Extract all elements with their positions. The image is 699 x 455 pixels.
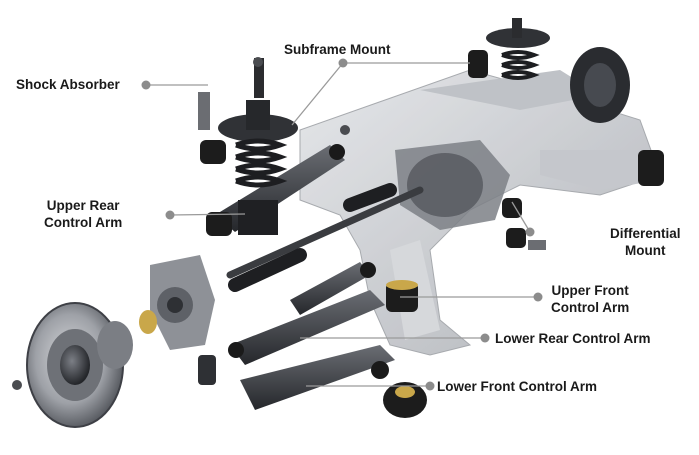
- leader-upper-rear-control-arm: [169, 213, 246, 216]
- shock-absorber-rear: [468, 18, 550, 80]
- label-upper-rear-control-arm: Upper Rear Control Arm: [44, 197, 122, 231]
- wheel-knuckle: [150, 255, 216, 385]
- dot-subframe-mount: [338, 58, 348, 68]
- label-upper-front-control-arm-line1: Upper Front: [551, 283, 629, 298]
- rear-hub-right: [570, 47, 630, 123]
- shock-absorber: [198, 58, 298, 236]
- differential: [395, 140, 510, 230]
- brake-disc: [12, 302, 157, 428]
- label-differential-mount: Differential Mount: [610, 225, 681, 259]
- differential-mount: [502, 198, 546, 250]
- leader-lines: [146, 62, 538, 387]
- dot-differential-mount: [525, 227, 535, 237]
- label-upper-front-control-arm-line2: Control Arm: [551, 300, 630, 315]
- leader-dots: [141, 58, 543, 391]
- leader-differential-mount: [511, 201, 531, 233]
- label-upper-rear-control-arm-line2: Control Arm: [44, 215, 123, 230]
- dot-shock-absorber: [141, 80, 151, 90]
- label-shock-absorber: Shock Absorber: [16, 77, 120, 92]
- label-lower-front-control-arm: Lower Front Control Arm: [437, 379, 597, 394]
- label-differential-mount-line2: Mount: [625, 243, 666, 258]
- dot-upper-rear-control-arm: [165, 210, 175, 220]
- dot-lower-front-control-arm: [425, 381, 435, 391]
- drive-shaft: [226, 183, 424, 292]
- label-upper-front-control-arm: Upper Front Control Arm: [551, 282, 629, 316]
- lower-front-control-arm: [240, 345, 395, 410]
- label-subframe-mount: Subframe Mount: [284, 42, 391, 57]
- leader-subframe-mount: [291, 62, 344, 126]
- dot-upper-front-control-arm: [533, 292, 543, 302]
- label-lower-rear-control-arm: Lower Rear Control Arm: [495, 331, 651, 346]
- dot-lower-rear-control-arm: [480, 333, 490, 343]
- lower-rear-control-arm: [228, 290, 385, 365]
- upper-front-control-arm: [290, 262, 376, 315]
- label-upper-rear-control-arm-line1: Upper Rear: [46, 198, 120, 213]
- label-differential-mount-line1: Differential: [610, 226, 681, 241]
